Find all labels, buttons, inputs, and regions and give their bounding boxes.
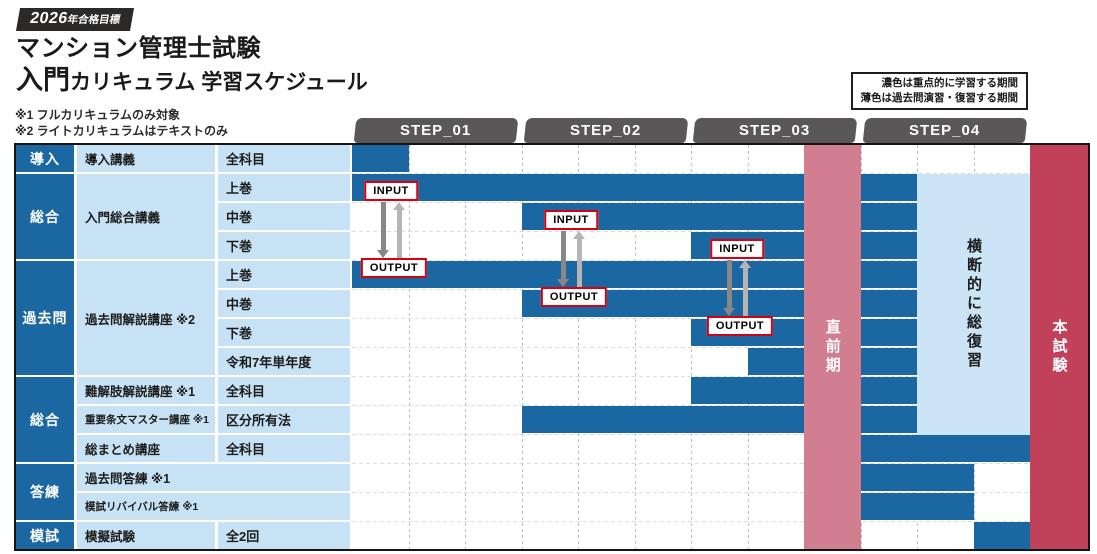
- cross-review-column: 横断的に総復習: [917, 174, 1030, 435]
- up-arrow-icon: [739, 260, 751, 316]
- subject-cell: 下巻: [218, 319, 350, 346]
- course-cell: 総まとめ講座: [77, 435, 215, 462]
- course-cell: 過去問答練 ※1: [77, 464, 350, 491]
- course-cell: 導入講義: [77, 145, 215, 172]
- category-cell: 答練: [16, 464, 74, 520]
- subtitle-strong: 入門: [16, 65, 70, 95]
- row-separator: [352, 347, 1030, 348]
- step-tab-label: STEP_03: [739, 122, 811, 139]
- step-tab-label: STEP_02: [569, 122, 641, 139]
- color-legend: 濃色は重点的に学習する期間 薄色は過去問演習・復習する期間: [850, 72, 1028, 110]
- gantt-bar: [352, 145, 409, 172]
- output-label: OUTPUT: [540, 287, 608, 307]
- row-separator: [352, 231, 1030, 232]
- course-cell: 模試リバイバル答練 ※1: [77, 493, 350, 520]
- cross-review-column-label: 横断的に総復習: [965, 238, 982, 371]
- step-tab: STEP_01: [353, 118, 518, 143]
- subject-cell: 全科目: [218, 377, 350, 404]
- subject-cell: 上巻: [218, 261, 350, 288]
- row-separator: [352, 289, 1030, 290]
- down-arrow-part: [380, 202, 386, 251]
- course-cell: 模擬試験: [77, 522, 215, 549]
- category-cell: 総合: [16, 377, 74, 462]
- category-cell: 導入: [16, 145, 74, 172]
- category-cell: 総合: [16, 174, 74, 259]
- down-arrow-icon: [723, 260, 735, 316]
- row-separator: [352, 492, 1030, 493]
- step-tab-label: STEP_01: [400, 122, 472, 139]
- up-arrow-part: [742, 267, 748, 316]
- subject-cell: 全2回: [218, 522, 350, 549]
- legend-line-dark: 濃色は重点的に学習する期間: [881, 77, 1019, 89]
- course-cell: 入門総合講義: [77, 174, 215, 259]
- course-cell: 難解肢解説講座 ※1: [77, 377, 215, 404]
- subtitle-rest: カリキュラム 学習スケジュール: [70, 71, 368, 94]
- gantt-bar: [860, 435, 1030, 462]
- down-arrow-icon: [377, 202, 389, 258]
- row-separator: [352, 260, 1030, 261]
- badge-suffix: 年合格目標: [66, 14, 122, 26]
- subject-cell: 令和7年単年度: [218, 348, 350, 375]
- step-tab: STEP_04: [862, 118, 1027, 143]
- course-cell: 重要条文マスター講座 ※1: [77, 406, 215, 433]
- down-arrow-part: [557, 279, 569, 287]
- gantt-bar: [973, 522, 1030, 549]
- footnote-2: ※2 ライトカリキュラムはテキストのみ: [15, 124, 228, 138]
- subject-cell: 中巻: [218, 290, 350, 317]
- row-separator: [352, 318, 1030, 319]
- down-arrow-part: [560, 231, 566, 280]
- up-arrow-part: [739, 260, 751, 268]
- page-subtitle: 入門カリキュラム 学習スケジュール: [16, 58, 368, 97]
- exam-column-label: 本試験: [1050, 318, 1068, 376]
- subject-cell: 上巻: [218, 174, 350, 201]
- category-cell: 過去問: [16, 261, 74, 375]
- subject-cell: 下巻: [218, 232, 350, 259]
- output-label: OUTPUT: [360, 258, 428, 278]
- up-arrow-part: [576, 238, 582, 287]
- subject-cell: 区分所有法: [218, 406, 350, 433]
- up-arrow-part: [393, 202, 405, 210]
- up-arrow-icon: [573, 231, 585, 287]
- down-arrow-part: [723, 308, 735, 316]
- last-spurt-column-label: 直前期: [823, 318, 841, 376]
- input-label: INPUT: [544, 210, 598, 230]
- down-arrow-part: [377, 250, 389, 258]
- badge-year: 2026: [28, 10, 70, 27]
- page-title: マンション管理士試験: [16, 35, 261, 62]
- step-tab: STEP_03: [692, 118, 857, 143]
- subject-cell: 全科目: [218, 145, 350, 172]
- subject-cell: 全科目: [218, 435, 350, 462]
- category-cell: 模試: [16, 522, 74, 549]
- exam-column: 本試験: [1030, 145, 1088, 549]
- row-separator: [352, 376, 1030, 377]
- gantt-bar: [860, 493, 974, 520]
- row-separator: [352, 434, 1030, 435]
- row-separator: [352, 173, 1030, 174]
- input-label: INPUT: [710, 239, 764, 259]
- input-label: INPUT: [364, 181, 418, 201]
- subject-cell: 中巻: [218, 203, 350, 230]
- row-separator: [352, 202, 1030, 203]
- down-arrow-part: [726, 260, 732, 309]
- row-separator: [352, 405, 1030, 406]
- step-tab-label: STEP_04: [908, 122, 980, 139]
- step-tab: STEP_02: [523, 118, 688, 143]
- row-separator: [352, 521, 1030, 522]
- up-arrow-icon: [393, 202, 405, 258]
- footnote-1: ※1 フルカリキュラムのみ対象: [15, 108, 180, 122]
- course-cell: 過去問解説講座 ※2: [77, 261, 215, 375]
- row-separator: [352, 463, 1030, 464]
- up-arrow-part: [396, 209, 402, 258]
- down-arrow-icon: [557, 231, 569, 287]
- output-label: OUTPUT: [706, 316, 774, 336]
- gantt-bar: [860, 464, 974, 491]
- legend-line-light: 薄色は過去問演習・復習する期間: [860, 92, 1019, 104]
- up-arrow-part: [573, 231, 585, 239]
- last-spurt-column: 直前期: [804, 145, 861, 549]
